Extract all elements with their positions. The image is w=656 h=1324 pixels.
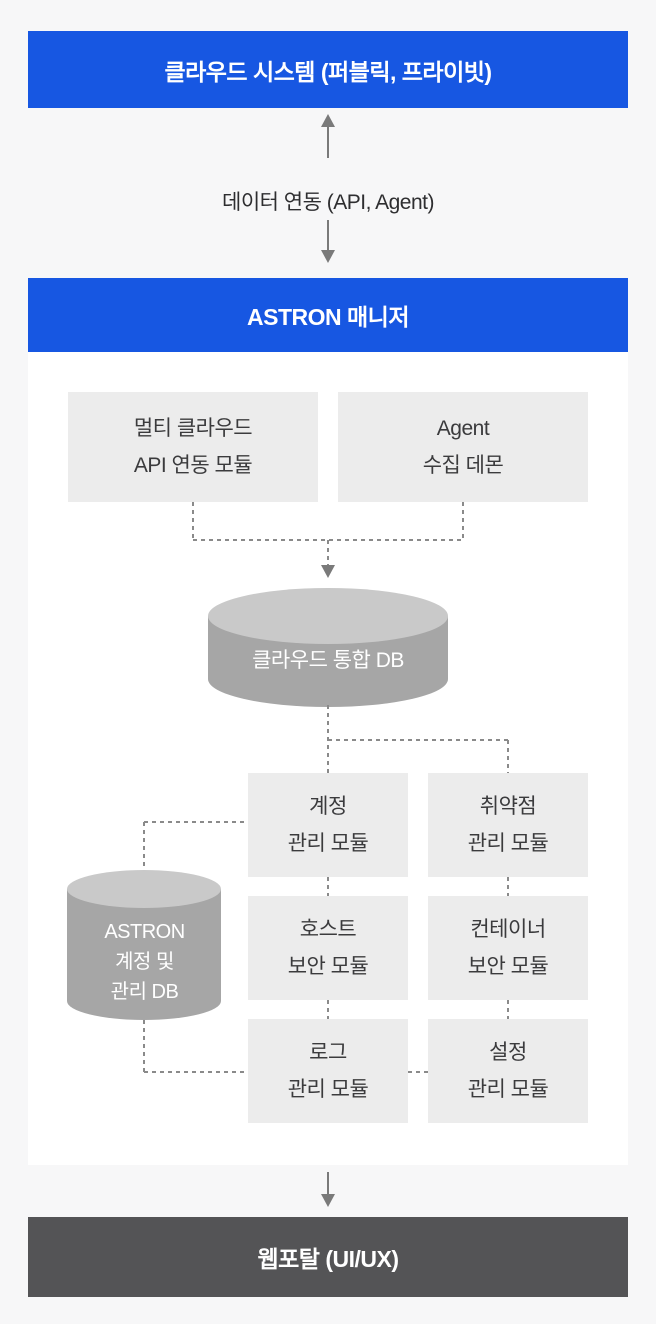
log-module-line1: 로그 <box>309 1041 347 1064</box>
central-db-label: 클라우드 통합 DB <box>208 634 448 684</box>
multicloud-api-module-line2: API 연동 모듈 <box>133 454 253 477</box>
side-db-label: ASTRON 계정 및 관리 DB <box>67 897 222 1027</box>
account-module-box: 계정 관리 모듈 <box>248 773 408 877</box>
multicloud-api-module-line1: 멀티 클라우드 <box>133 417 253 440</box>
config-module-line2: 관리 모듈 <box>467 1078 549 1101</box>
cloud-system-banner-label: 클라우드 시스템 (퍼블릭, 프라이빗) <box>164 58 492 85</box>
log-module-box: 로그 관리 모듈 <box>248 1019 408 1123</box>
container-security-module-line1: 컨테이너 <box>470 918 546 941</box>
web-portal-banner: 웹포탈 (UI/UX) <box>28 1217 628 1297</box>
account-module-line1: 계정 <box>309 795 347 818</box>
astron-manager-header: ASTRON 매니저 <box>28 278 628 352</box>
agent-daemon-line2: 수집 데몬 <box>422 454 504 477</box>
vulnerability-module-line1: 취약점 <box>479 795 537 818</box>
agent-daemon-line1: Agent <box>436 417 490 440</box>
log-module-line2: 관리 모듈 <box>287 1078 369 1101</box>
host-security-module-line1: 호스트 <box>299 918 357 941</box>
host-security-module-line2: 보안 모듈 <box>287 955 369 978</box>
config-module-line1: 설정 <box>489 1041 527 1064</box>
account-module-line2: 관리 모듈 <box>287 832 369 855</box>
down-arrow <box>321 220 335 263</box>
config-module-box: 설정 관리 모듈 <box>428 1019 588 1123</box>
container-security-module-line2: 보안 모듈 <box>467 955 549 978</box>
vulnerability-module-line2: 관리 모듈 <box>467 832 549 855</box>
data-link-label: 데이터 연동 (API, Agent) <box>222 191 435 214</box>
host-security-module-box: 호스트 보안 모듈 <box>248 896 408 1000</box>
cloud-system-banner: 클라우드 시스템 (퍼블릭, 프라이빗) <box>28 31 628 108</box>
side-db-line1: ASTRON <box>104 921 185 943</box>
web-portal-banner-label: 웹포탈 (UI/UX) <box>257 1246 399 1272</box>
central-db-text: 클라우드 통합 DB <box>252 649 404 672</box>
agent-daemon-box: Agent 수집 데몬 <box>338 392 588 502</box>
portal-arrow <box>321 1172 335 1207</box>
side-db-line3: 관리 DB <box>110 981 179 1003</box>
container-security-module-box: 컨테이너 보안 모듈 <box>428 896 588 1000</box>
side-db-line2: 계정 및 <box>115 951 174 973</box>
vulnerability-module-box: 취약점 관리 모듈 <box>428 773 588 877</box>
multicloud-api-module-box: 멀티 클라우드 API 연동 모듈 <box>68 392 318 502</box>
astron-manager-header-label: ASTRON 매니저 <box>247 304 409 330</box>
up-arrow <box>321 114 335 158</box>
